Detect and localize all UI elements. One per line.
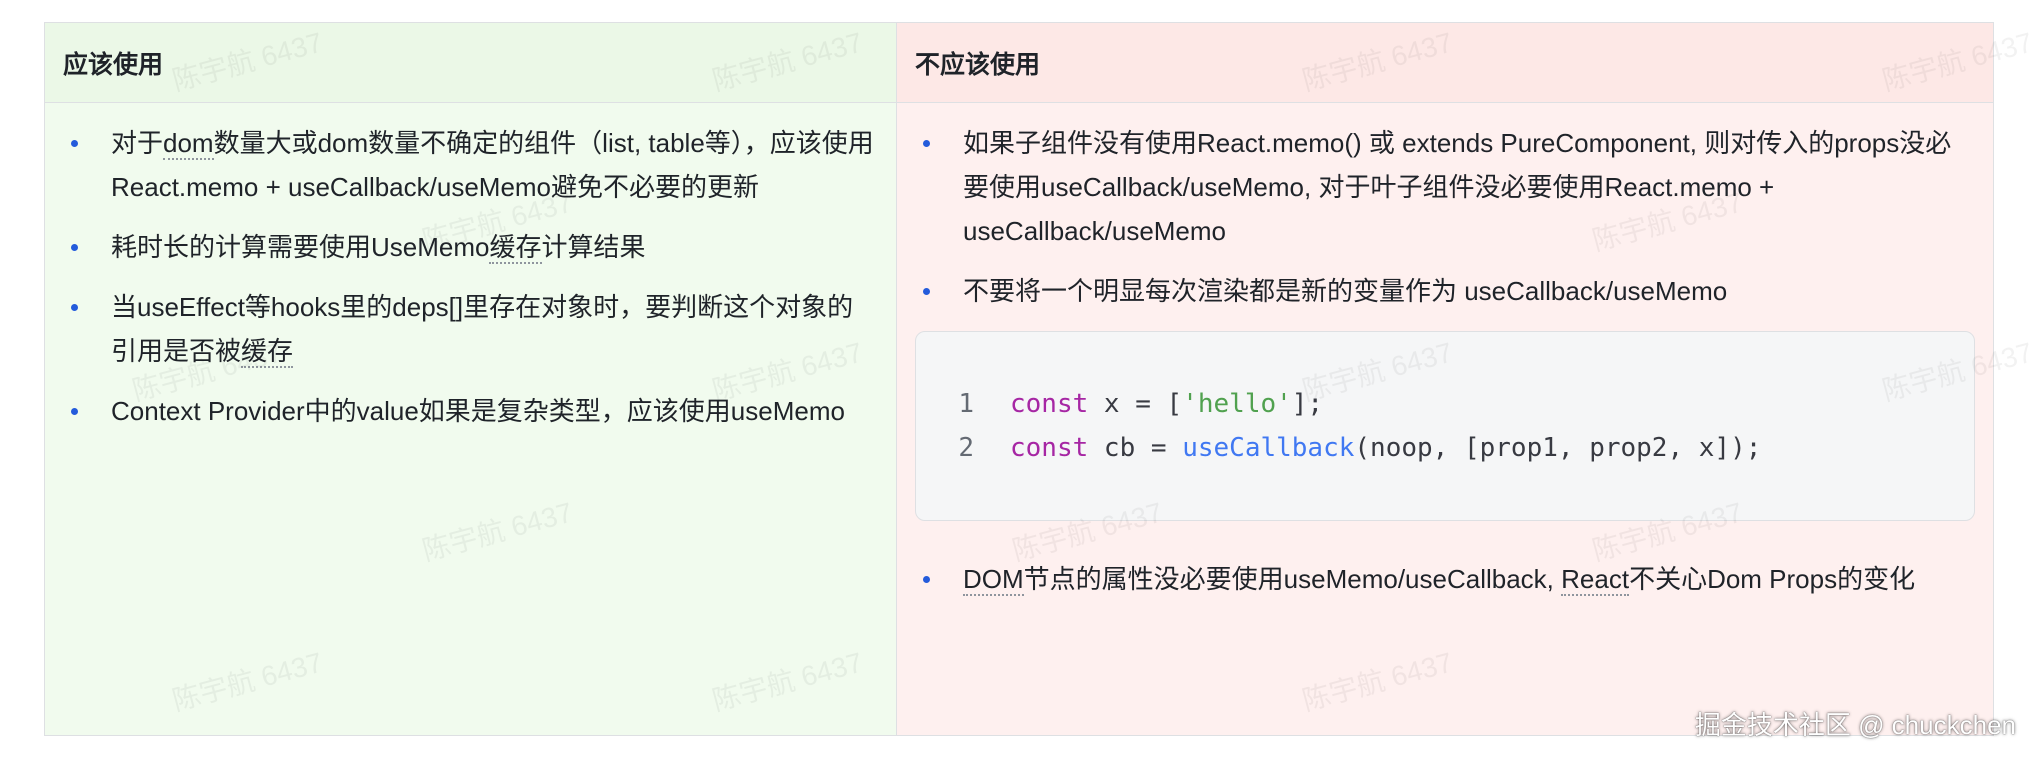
should-use-list: 对于dom数量大或dom数量不确定的组件（list, table等），应该使用R… bbox=[45, 103, 896, 433]
list-item: 耗时长的计算需要使用UseMemo缓存计算结果 bbox=[63, 225, 876, 269]
should-not-use-list-continued: DOM节点的属性没必要使用useMemo/useCallback, React不… bbox=[897, 521, 1993, 601]
should-not-use-column: 不应该使用 如果子组件没有使用React.memo() 或 extends Pu… bbox=[897, 23, 1993, 735]
code-keyword: const bbox=[1010, 433, 1089, 463]
underlined-term: 缓存 bbox=[489, 232, 542, 264]
comparison-table: 应该使用 对于dom数量大或dom数量不确定的组件（list, table等），… bbox=[44, 22, 1994, 736]
underlined-term: React bbox=[1561, 564, 1630, 596]
should-use-column: 应该使用 对于dom数量大或dom数量不确定的组件（list, table等），… bbox=[45, 23, 897, 735]
list-item: 当useEffect等hooks里的deps[]里存在对象时，要判断这个对象的引… bbox=[63, 285, 876, 373]
list-item: 如果子组件没有使用React.memo() 或 extends PureComp… bbox=[915, 121, 1973, 253]
source-credit: 掘金技术社区 @ chuckchen bbox=[1694, 710, 2016, 740]
code-string: 'hello' bbox=[1182, 389, 1292, 419]
list-item: 对于dom数量大或dom数量不确定的组件（list, table等），应该使用R… bbox=[63, 121, 876, 209]
underlined-term: dom bbox=[163, 128, 214, 160]
line-number: 2 bbox=[958, 433, 974, 463]
code-keyword: const bbox=[1010, 389, 1089, 419]
should-not-use-header: 不应该使用 bbox=[897, 23, 1993, 103]
code-function: useCallback bbox=[1182, 433, 1355, 463]
should-not-use-list: 如果子组件没有使用React.memo() 或 extends PureComp… bbox=[897, 103, 1993, 313]
list-item: 不要将一个明显每次渲染都是新的变量作为 useCallback/useMemo bbox=[915, 269, 1973, 313]
list-item: Context Provider中的value如果是复杂类型，应该使用useMe… bbox=[63, 389, 876, 433]
underlined-term: DOM bbox=[963, 564, 1024, 596]
line-number: 1 bbox=[958, 389, 974, 419]
list-item: DOM节点的属性没必要使用useMemo/useCallback, React不… bbox=[915, 557, 1973, 601]
should-use-header: 应该使用 bbox=[45, 23, 896, 103]
underlined-term: 缓存 bbox=[241, 336, 294, 368]
